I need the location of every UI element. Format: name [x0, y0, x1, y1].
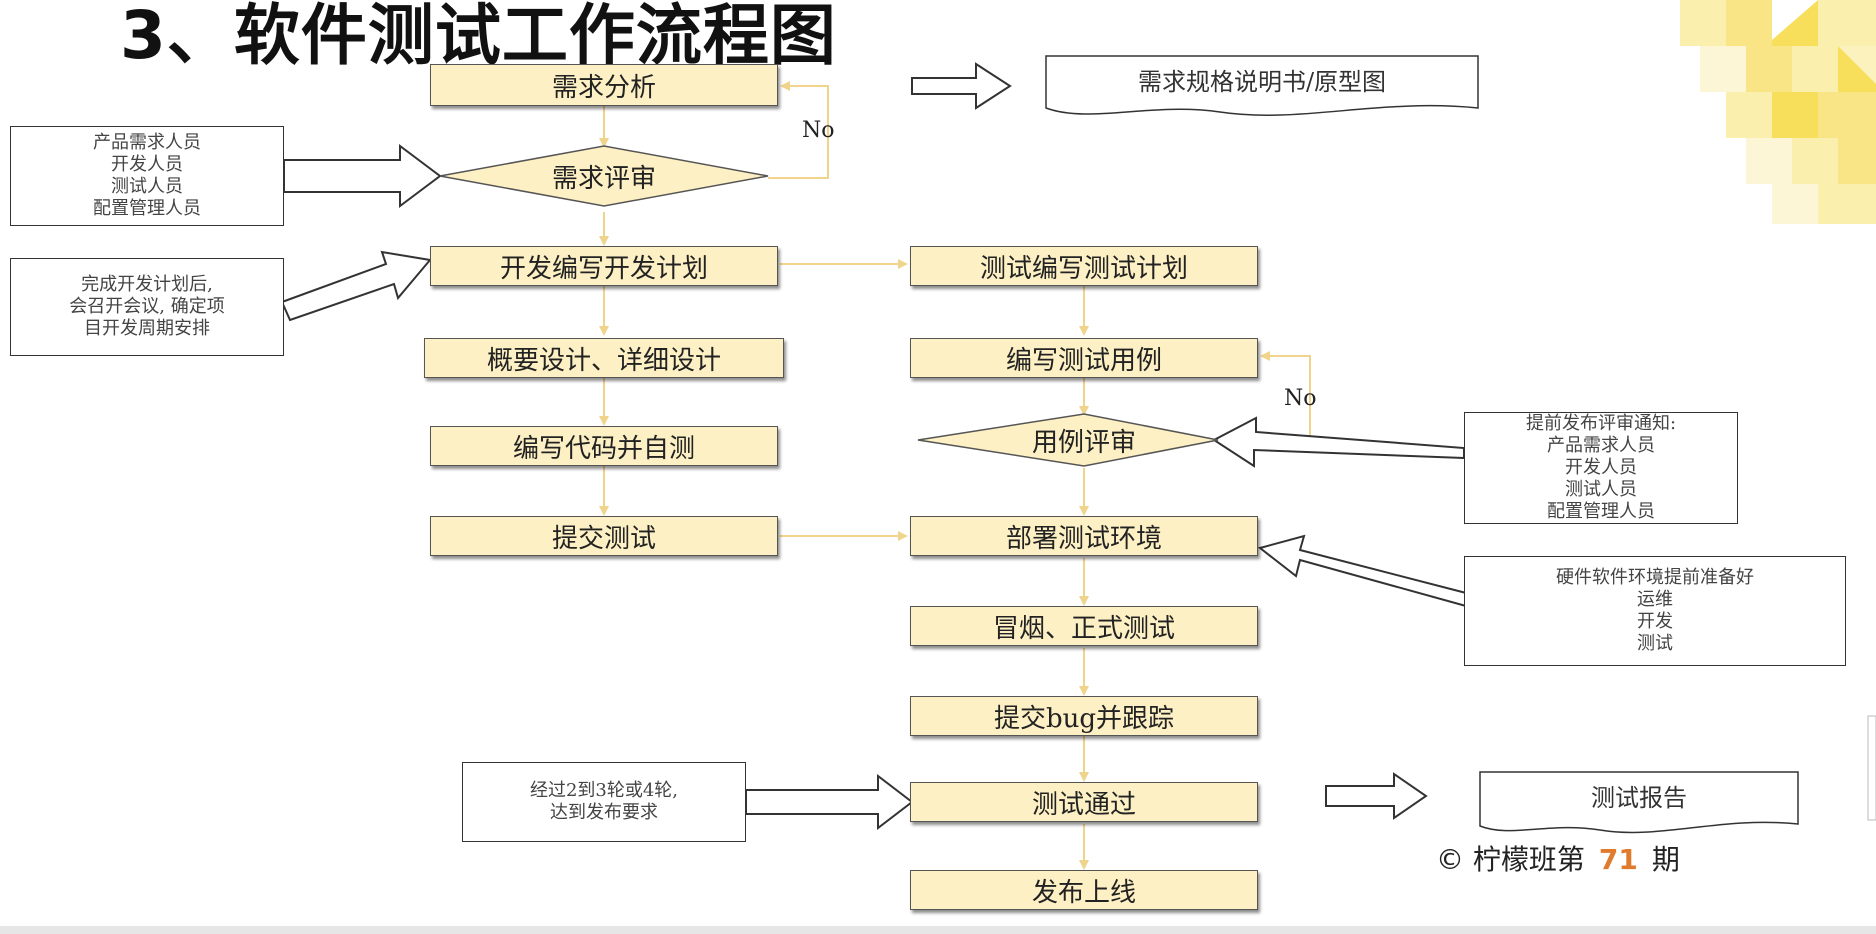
step-write-cases: 编写测试用例	[910, 338, 1258, 378]
block-arrow-people-to-casereview	[1212, 416, 1465, 468]
label-case-no: No	[1284, 386, 1317, 411]
note-line: 会召开会议, 确定项	[69, 296, 225, 317]
step-submit-bug: 提交bug并跟踪	[910, 696, 1258, 736]
note-dev-plan: 完成开发计划后, 会召开会议, 确定项 目开发周期安排	[10, 258, 284, 356]
label-req-no: No	[802, 118, 835, 143]
step-deploy-env: 部署测试环境	[910, 516, 1258, 556]
note-line: 开发人员	[1565, 457, 1637, 478]
credit-number: 71	[1598, 843, 1638, 876]
step-release: 发布上线	[910, 870, 1258, 910]
note-line: 硬件软件环境提前准备好	[1556, 567, 1754, 588]
note-line: 测试人员	[1565, 479, 1637, 500]
label-case-review: 用例评审	[1031, 428, 1136, 458]
note-line: 测试	[1637, 633, 1673, 654]
note-line: 产品需求人员	[1547, 435, 1655, 456]
step-design: 概要设计、详细设计	[424, 338, 784, 378]
step-smoke-test: 冒烟、正式测试	[910, 606, 1258, 646]
note-line: 开发人员	[111, 154, 183, 175]
block-arrow-to-spec	[911, 62, 1012, 110]
credit-suffix: 期	[1651, 843, 1680, 876]
label-req-review: 需求评审	[551, 164, 656, 194]
diamond-case-review	[917, 413, 1219, 467]
step-submit-test: 提交测试	[430, 516, 778, 556]
note-line: 提前发布评审通知:	[1525, 413, 1677, 434]
doc-shape-report	[1479, 771, 1799, 834]
credit-line: © 柠檬班第 71 期	[1436, 838, 1680, 878]
diamond-req-review	[439, 145, 769, 207]
note-line: 经过2到3轮或4轮,	[529, 780, 679, 801]
step-req-analysis: 需求分析	[430, 64, 778, 106]
credit-prefix: © 柠檬班第	[1436, 843, 1585, 876]
block-arrow-env-to-deploy	[1257, 534, 1472, 608]
loop-req-no	[768, 81, 829, 179]
doc-spec-text: 需求规格说明书/原型图	[1137, 68, 1387, 96]
block-arrow-note-to-pass	[745, 773, 914, 831]
note-env-people: 硬件软件环境提前准备好 运维 开发 测试	[1464, 556, 1846, 666]
step-dev-plan: 开发编写开发计划	[430, 246, 778, 286]
page-title: 3、软件测试工作流程图	[120, 0, 837, 74]
block-arrow-people-to-review	[283, 144, 442, 208]
note-line: 目开发周期安排	[84, 318, 210, 339]
note-line: 配置管理人员	[1547, 501, 1655, 522]
block-arrow-note-to-devplan	[280, 250, 432, 322]
step-coding: 编写代码并自测	[430, 426, 778, 466]
note-pass: 经过2到3轮或4轮, 达到发布要求	[462, 762, 746, 842]
bottom-divider	[0, 926, 1876, 934]
note-line: 开发	[1637, 611, 1673, 632]
note-req-review-people: 产品需求人员 开发人员 测试人员 配置管理人员	[10, 126, 284, 226]
step-test-plan: 测试编写测试计划	[910, 246, 1258, 286]
note-line: 运维	[1637, 589, 1673, 610]
note-line: 配置管理人员	[93, 198, 201, 219]
step-test-pass: 测试通过	[910, 782, 1258, 822]
block-arrow-to-report	[1325, 772, 1428, 820]
note-line: 测试人员	[111, 176, 183, 197]
doc-shape-spec	[1045, 55, 1479, 116]
doc-report-text: 测试报告	[1591, 784, 1687, 812]
note-line: 达到发布要求	[550, 802, 658, 823]
note-line: 完成开发计划后,	[81, 274, 213, 295]
note-case-review-people: 提前发布评审通知: 产品需求人员 开发人员 测试人员 配置管理人员	[1464, 412, 1738, 524]
note-line: 产品需求人员	[93, 132, 201, 153]
